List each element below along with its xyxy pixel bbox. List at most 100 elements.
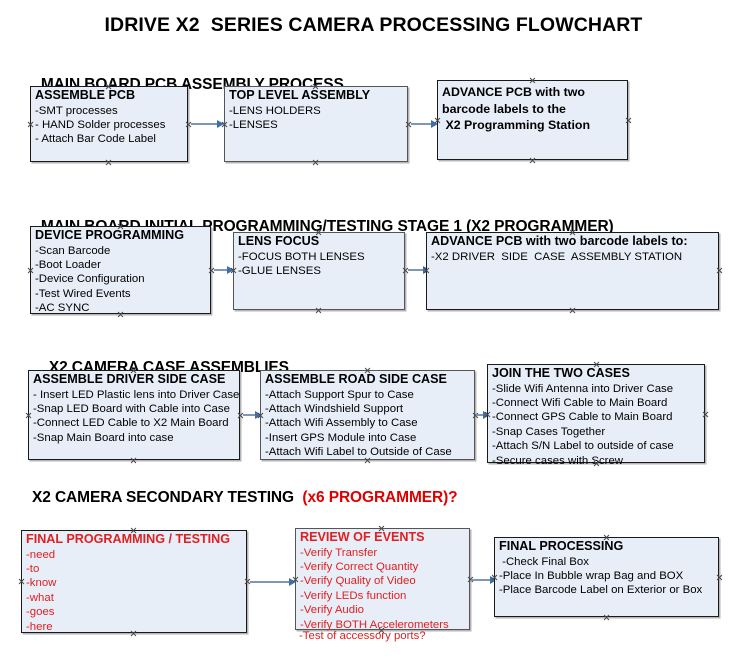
node-line: -here <box>26 620 53 633</box>
node-title: REVIEW OF EVENTS <box>300 530 425 544</box>
section-heading-accent: (x6 PROGRAMMER)? <box>298 489 458 506</box>
node-line: -Connect Wifi Cable to Main Board <box>492 396 668 409</box>
node-line: -LENS HOLDERS <box>229 104 321 117</box>
section-heading-x2-camera-secondary-testing: X2 CAMERA SECONDARY TESTING (x6 PROGRAMM… <box>32 489 458 507</box>
node-content: JOIN THE TWO CASES -Slide Wifi Antenna i… <box>492 366 702 468</box>
node-line: -Snap LED Board with Cable into Case <box>33 402 230 415</box>
node-line: -Connect LED Cable to X2 Main Board <box>33 417 229 430</box>
arrow-review-of-events-to-final-processing <box>471 575 497 584</box>
node-line: -need <box>26 548 56 561</box>
node-line: -know <box>26 577 57 590</box>
node-line: -SMT processes <box>35 104 118 117</box>
node-review-of-events[interactable]: REVIEW OF EVENTS -Verify Transfer -Verif… <box>295 528 470 632</box>
node-line: -AC SYNC <box>35 302 90 315</box>
node-final-programming-testing[interactable]: FINAL PROGRAMMING / TESTING -need -to -k… <box>21 530 247 633</box>
node-device-programming[interactable]: DEVICE PROGRAMMING -Scan Barcode -Boot L… <box>30 226 211 314</box>
node-line: -X2 DRIVER SIDE CASE ASSEMBLY STATION <box>431 250 683 263</box>
node-title: TOP LEVEL ASSEMBLY <box>229 88 371 102</box>
node-content: ASSEMBLE PCB -SMT processes - HAND Solde… <box>35 88 185 147</box>
node-top-level-assembly[interactable]: TOP LEVEL ASSEMBLY -LENS HOLDERS -LENSES <box>224 86 408 162</box>
arrow-head <box>431 119 438 128</box>
page-title: IDRIVE X2 SERIES CAMERA PROCESSING FLOWC… <box>104 14 643 36</box>
node-content: FINAL PROGRAMMING / TESTING -need -to -k… <box>26 532 244 634</box>
node-advance-pcb-to-programming-station[interactable]: ADVANCE PCB with two barcode labels to t… <box>437 80 628 160</box>
node-content: TOP LEVEL ASSEMBLY -LENS HOLDERS -LENSES <box>229 88 405 132</box>
arrow-shaft <box>408 269 423 271</box>
arrow-shaft <box>411 123 431 125</box>
node-line: -Insert GPS Module into Case <box>265 431 417 444</box>
node-title: ASSEMBLE PCB <box>35 88 136 102</box>
node-content: FINAL PROCESSING -Check Final Box -Place… <box>499 539 716 598</box>
arrow-shaft <box>191 123 217 125</box>
node-line: -Attach Wifi Label to Outside of Case <box>265 446 452 459</box>
node-line: -Connect GPS Cable to Main Board <box>492 411 673 424</box>
arrow-head <box>255 410 262 419</box>
node-join-the-two-cases[interactable]: JOIN THE TWO CASES -Slide Wifi Antenna i… <box>487 364 705 467</box>
node-line: -Slide Wifi Antenna into Driver Case <box>492 382 674 395</box>
arrow-head <box>483 410 490 419</box>
node-title: LENS FOCUS <box>238 234 320 248</box>
node-overflow-line: -Test of accessory ports? <box>299 630 426 642</box>
node-line: X2 Programming Station <box>442 118 591 132</box>
node-line: -Place Barcode Label on Exterior or Box <box>499 584 703 597</box>
node-line: -Test Wired Events <box>35 287 131 300</box>
arrow-top-level-assembly-to-advance-pcb <box>411 119 438 128</box>
node-line: -Boot Loader <box>35 258 101 271</box>
node-title: ADVANCE PCB with two barcode labels to: <box>431 234 688 248</box>
node-line: -Attach Wifi Assembly to Case <box>265 417 418 430</box>
arrow-assemble-pcb-to-top-level-assembly <box>191 119 224 128</box>
node-content: ADVANCE PCB with two barcode labels to: … <box>431 234 716 264</box>
node-line: -Secure cases with Screw <box>492 454 624 467</box>
node-line: -Place In Bubble wrap Bag and BOX <box>499 569 684 582</box>
node-line: -Verify Transfer <box>300 546 378 559</box>
node-title: JOIN THE TWO CASES <box>492 366 630 380</box>
arrow-head <box>490 575 497 584</box>
node-line: -Verify BOTH Accelerometers <box>300 618 449 631</box>
node-line: -Scan Barcode <box>35 244 111 257</box>
section-heading-text: X2 CAMERA SECONDARY TESTING <box>32 489 299 506</box>
node-assemble-road-side-case[interactable]: ASSEMBLE ROAD SIDE CASE -Attach Support … <box>260 370 475 460</box>
node-line: -Device Configuration <box>35 273 145 286</box>
node-line: -LENSES <box>229 118 278 131</box>
node-final-processing[interactable]: FINAL PROCESSING -Check Final Box -Place… <box>494 537 719 617</box>
node-line: -what <box>26 591 54 604</box>
arrow-shaft <box>214 269 227 271</box>
node-title: FINAL PROCESSING <box>499 539 624 553</box>
arrow-road-side-to-join-cases <box>476 410 490 419</box>
node-line: -Snap Main Board into case <box>33 431 174 444</box>
node-line: - Attach Bar Code Label <box>35 133 156 146</box>
node-content: ADVANCE PCB with two barcode labels to t… <box>442 84 625 133</box>
node-line: -Verify Audio <box>300 604 364 617</box>
arrow-shaft <box>476 414 483 416</box>
node-title: ASSEMBLE ROAD SIDE CASE <box>265 372 447 386</box>
node-line: -FOCUS BOTH LENSES <box>238 250 365 263</box>
node-assemble-driver-side-case[interactable]: ASSEMBLE DRIVER SIDE CASE - Insert LED P… <box>28 370 240 460</box>
arrow-final-programming-to-review-of-events <box>250 577 296 586</box>
node-title: ASSEMBLE DRIVER SIDE CASE <box>33 372 226 386</box>
node-title: DEVICE PROGRAMMING <box>35 228 185 242</box>
node-advance-pcb-to-driver-side-case[interactable]: ADVANCE PCB with two barcode labels to: … <box>426 232 719 310</box>
node-content: REVIEW OF EVENTS -Verify Transfer -Verif… <box>300 530 467 632</box>
node-line: -Verify Quality of Video <box>300 575 416 588</box>
arrow-device-programming-to-lens-focus <box>214 265 234 274</box>
node-line: -to <box>26 562 40 575</box>
node-line: -GLUE LENSES <box>238 264 321 277</box>
node-title: FINAL PROGRAMMING / TESTING <box>26 532 231 546</box>
node-content: LENS FOCUS -FOCUS BOTH LENSES -GLUE LENS… <box>238 234 402 278</box>
node-line: -Attach Windshield Support <box>265 402 404 415</box>
node-line: -Verify Correct Quantity <box>300 560 419 573</box>
node-content: DEVICE PROGRAMMING -Scan Barcode -Boot L… <box>35 228 208 316</box>
node-content: ASSEMBLE DRIVER SIDE CASE - Insert LED P… <box>33 372 240 445</box>
arrow-driver-side-to-road-side <box>243 410 262 419</box>
arrow-shaft <box>471 579 490 581</box>
node-line: -Attach Support Spur to Case <box>265 388 414 401</box>
node-line: - Insert LED Plastic lens into Driver Ca… <box>33 388 240 401</box>
arrow-shaft <box>250 581 289 583</box>
node-assemble-pcb[interactable]: ASSEMBLE PCB -SMT processes - HAND Solde… <box>30 86 188 162</box>
arrow-head <box>217 119 224 128</box>
node-line: -goes <box>26 606 55 619</box>
node-line: barcode labels to the <box>442 102 566 116</box>
node-lens-focus[interactable]: LENS FOCUS -FOCUS BOTH LENSES -GLUE LENS… <box>233 232 405 310</box>
node-line: -Check Final Box <box>499 555 589 568</box>
